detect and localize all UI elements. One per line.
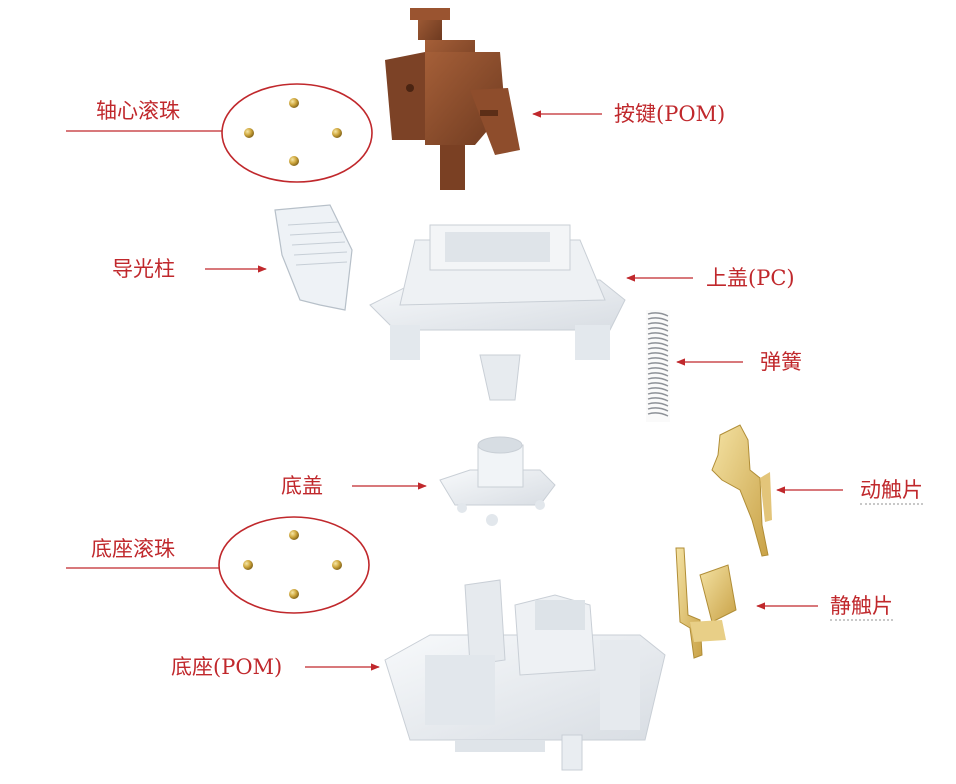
bottom-cap-part [439,436,556,526]
bearing-ball [332,560,342,570]
top-housing-part [369,224,626,401]
spring-coil [647,347,669,352]
spring-coil [647,322,669,327]
spring-coil [647,362,669,367]
spring-coil [647,387,669,392]
bearing-ball [289,98,299,108]
label-base: 底座(POM) [171,655,283,679]
bearing-ball [244,128,254,138]
spring-coil [647,397,669,402]
static-contact-part [675,547,737,659]
spring-coil [647,327,669,332]
label-bottom-cap: 底盖 [281,474,323,498]
spring-coil [647,352,669,357]
spring-coil [647,312,669,317]
bearing-ball [332,128,342,138]
spring-coil [647,342,669,347]
spring-coil [647,332,669,337]
spring-coil [647,407,669,412]
bearing-ball [243,560,253,570]
spring-coil [647,377,669,382]
stem-bearings-group [221,83,373,183]
bearing-ball [289,156,299,166]
bearing-ball [289,530,299,540]
label-spring: 弹簧 [760,350,802,374]
spring-coil [647,372,669,377]
spring-coil [647,367,669,372]
light-guide-part [274,204,353,311]
base-part [384,579,666,771]
spring-coil [647,392,669,397]
label-stem: 按键(POM) [614,102,726,126]
bearing-ball [289,589,299,599]
label-top-housing: 上盖(PC) [706,266,795,290]
label-base-bearings: 底座滚珠 [91,537,175,561]
spring-part [646,310,670,422]
spring-coil [647,412,669,417]
label-static-contact: 静触片 [830,593,893,621]
spring-coil [647,402,669,407]
moving-contact-part [711,424,772,557]
spring-coil [647,317,669,322]
label-moving-contact: 动触片 [860,477,923,505]
stem-part [385,8,520,190]
base-bearings-group [218,516,370,614]
spring-coil [647,357,669,362]
label-stem-bearings: 轴心滚珠 [96,99,180,123]
spring-coil [647,382,669,387]
spring-coil [647,337,669,342]
label-light-guide: 导光柱 [112,257,175,281]
